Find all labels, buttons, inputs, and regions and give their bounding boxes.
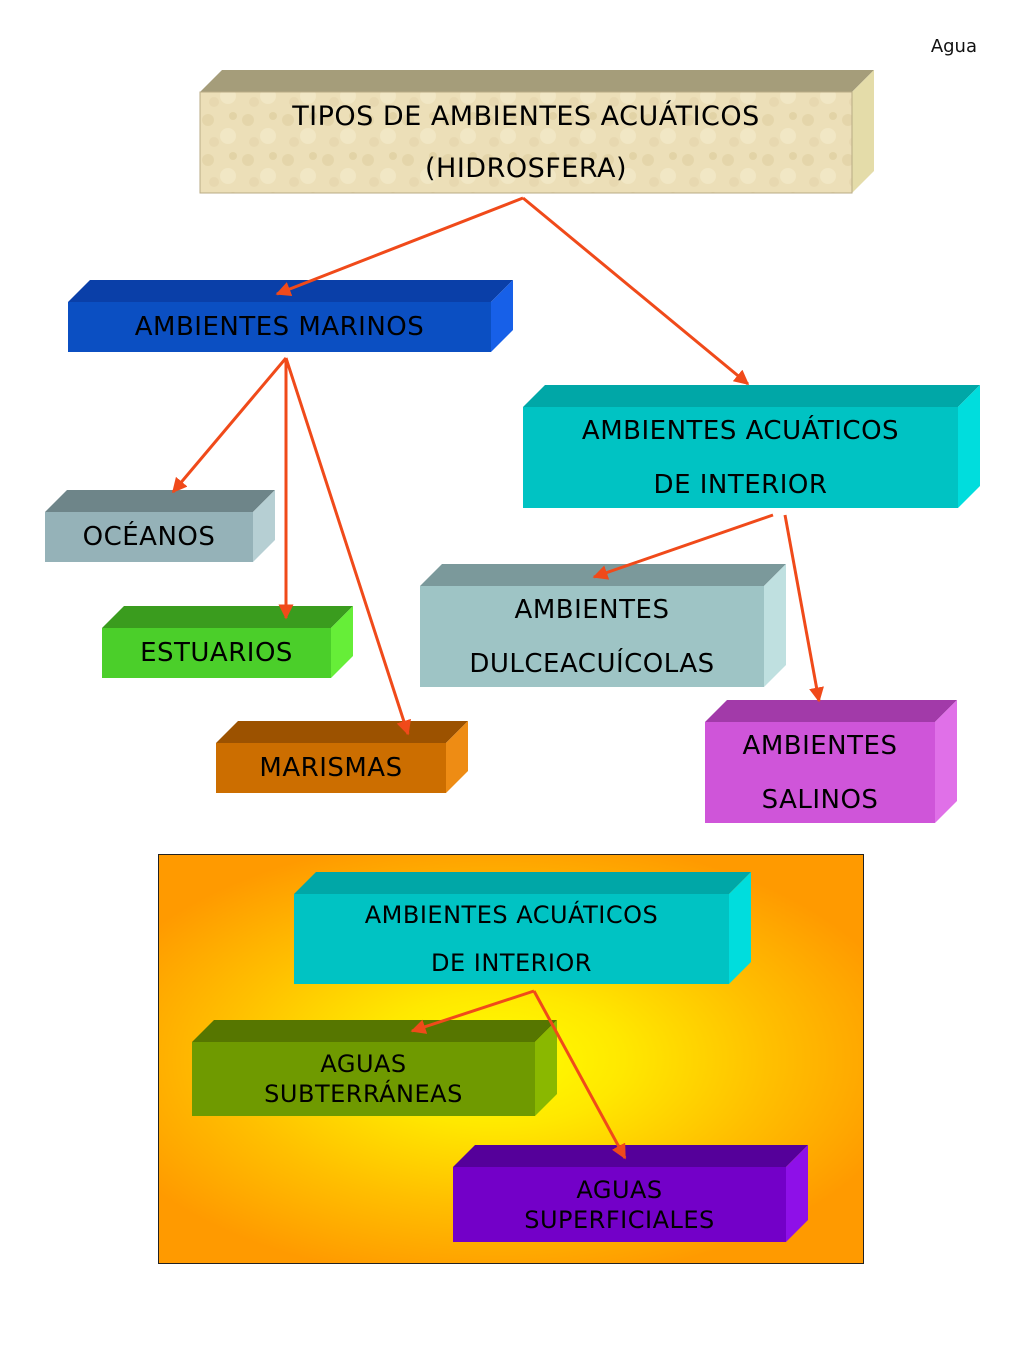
inset-interior-node: AMBIENTES ACUÁTICOS DE INTERIOR [294, 872, 751, 984]
marismas-node-shape [216, 721, 468, 793]
dulceacuicolas-node-shape [420, 564, 786, 687]
salinos-node-shape [705, 700, 957, 823]
superficiales-label-line2: SUPERFICIALES [524, 1205, 715, 1234]
oceanos-node-shape [45, 490, 275, 562]
root-node: TIPOS DE AMBIENTES ACUÁTICOS (HIDROSFERA… [199, 70, 874, 194]
dulceacuicolas-node: AMBIENTES DULCEACUÍCOLAS [420, 564, 786, 687]
marinos-label: AMBIENTES MARINOS [134, 312, 425, 342]
arrow-interior-to-salinos [783, 514, 824, 703]
interior-node-shape [523, 385, 980, 508]
interior-label-line2: DE INTERIOR [653, 469, 828, 500]
inset-interior-label-line1: AMBIENTES ACUÁTICOS [364, 901, 659, 929]
root-title-line2: (HIDROSFERA) [424, 152, 627, 184]
inset-interior-label-line2: DE INTERIOR [431, 949, 592, 977]
superficiales-label-line1: AGUAS [576, 1175, 663, 1204]
salinos-node: AMBIENTES SALINOS [705, 700, 957, 823]
interior-label-line1: AMBIENTES ACUÁTICOS [581, 415, 900, 446]
subterraneas-node-shape [192, 1020, 557, 1116]
subterraneas-label-line2: SUBTERRÁNEAS [264, 1080, 463, 1108]
marismas-node: MARISMAS [216, 721, 468, 793]
salinos-label-line1: AMBIENTES [742, 730, 898, 761]
subterraneas-node: AGUAS SUBTERRÁNEAS [192, 1020, 557, 1116]
oceanos-label: OCÉANOS [82, 522, 216, 552]
estuarios-node: ESTUARIOS [102, 606, 353, 678]
arrow-marinos-to-oceanos [171, 357, 288, 494]
interior-node: AMBIENTES ACUÁTICOS DE INTERIOR [523, 385, 980, 508]
inset-interior-node-shape [294, 872, 751, 984]
marinos-node: AMBIENTES MARINOS [68, 280, 513, 352]
subterraneas-label-line1: AGUAS [320, 1050, 407, 1078]
marismas-label: MARISMAS [259, 753, 403, 783]
salinos-label-line2: SALINOS [761, 784, 879, 815]
root-title-line1: TIPOS DE AMBIENTES ACUÁTICOS [292, 100, 760, 132]
dulceacuicolas-label-line1: AMBIENTES [514, 594, 670, 625]
estuarios-label: ESTUARIOS [140, 638, 293, 668]
arrow-root-to-interior [522, 196, 750, 386]
dulceacuicolas-label-line2: DULCEACUÍCOLAS [469, 648, 715, 679]
oceanos-node: OCÉANOS [45, 490, 275, 562]
superficiales-node-shape [453, 1145, 808, 1242]
superficiales-node: AGUAS SUPERFICIALES [453, 1145, 808, 1242]
page-header: Agua [930, 36, 977, 57]
root-node-shape [199, 70, 874, 194]
